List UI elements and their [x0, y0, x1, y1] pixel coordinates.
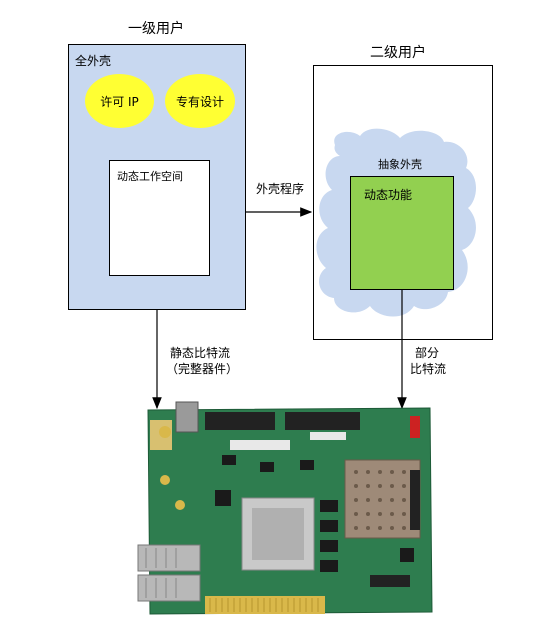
- fpga-board-image: [137, 401, 433, 615]
- partial-bitstream-line1: 部分: [415, 346, 440, 360]
- partial-bitstream-line2: 比特流: [410, 362, 447, 376]
- level1-user-title: 一级用户: [128, 21, 184, 37]
- level2-user-title: 二级用户: [370, 45, 426, 61]
- proprietary-design-label: 专有设计: [175, 94, 224, 109]
- abstract-shell-label: 抽象外壳: [378, 158, 422, 171]
- proprietary-design-ellipse: 专有设计: [165, 74, 235, 128]
- dynamic-function-label: 动态功能: [364, 188, 413, 202]
- static-bitstream-line2: （完整器件）: [166, 362, 239, 376]
- licensed-ip-ellipse: 许可 IP: [85, 74, 154, 128]
- full-shell-label: 全外壳: [75, 54, 112, 68]
- dynamic-workspace-label: 动态工作空间: [117, 170, 183, 183]
- licensed-ip-label: 许可 IP: [100, 94, 139, 109]
- dynamic-workspace-box: [109, 160, 210, 276]
- static-bitstream-line1: 静态比特流: [170, 346, 231, 360]
- shell-program-label: 外壳程序: [256, 182, 305, 196]
- dynamic-function-box: [350, 176, 454, 290]
